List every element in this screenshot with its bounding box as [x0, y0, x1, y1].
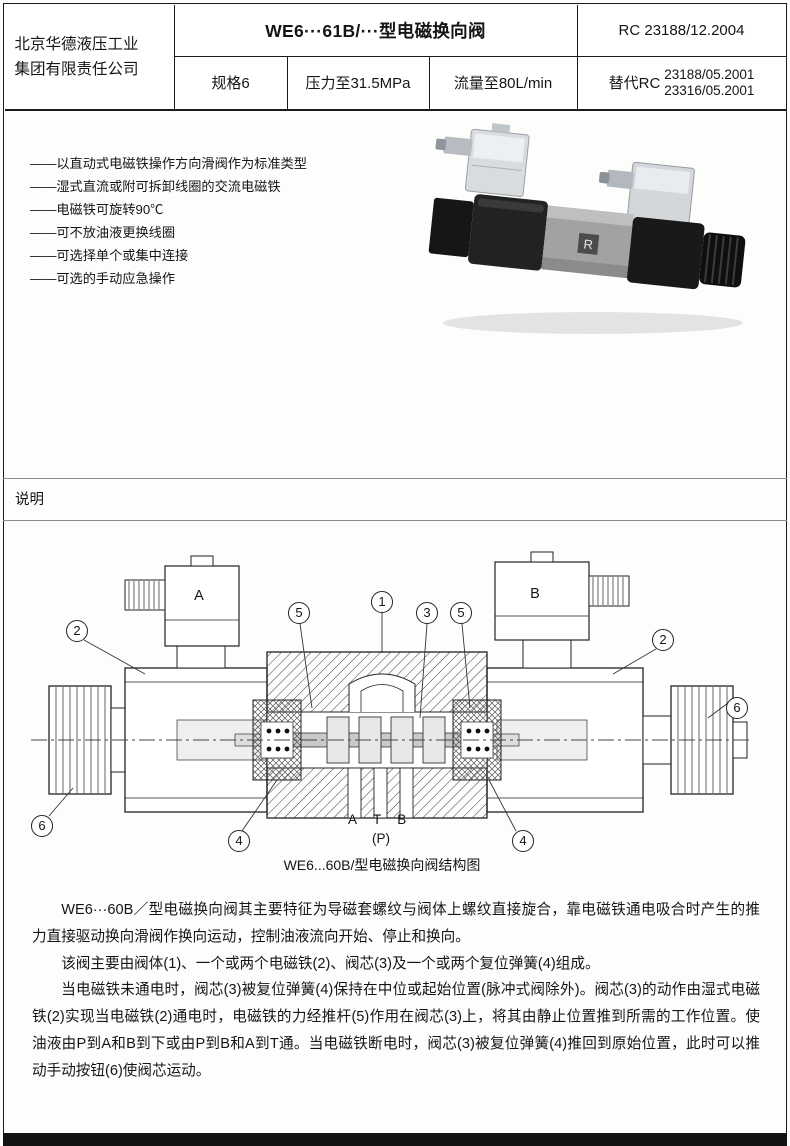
- feature-item-5: ——可选择单个或集中连接: [30, 248, 189, 263]
- solenoid-a-label: A: [194, 588, 204, 604]
- diagram-caption: WE6...60B/型电磁换向阀结构图: [283, 857, 481, 873]
- replaces-cell: 替代RC 23188/05.2001 23316/05.2001: [578, 57, 786, 109]
- product-photo: R: [425, 122, 755, 347]
- company-line1: 北京华德液压工业: [14, 35, 139, 53]
- callout-4-right: 4: [512, 830, 534, 852]
- pressure-cell: 压力至31.5MPa: [288, 56, 430, 109]
- port-t-label: T: [373, 812, 382, 827]
- replace-code-1: 23188/05.2001: [664, 66, 755, 82]
- replace-codes: 23188/05.2001 23316/05.2001: [664, 67, 754, 99]
- company-name: 北京华德液压工业 集团有限责任公司: [5, 4, 175, 109]
- brand-logo: R: [583, 236, 594, 252]
- callout-leader-lines: [48, 613, 729, 832]
- paragraph-1: WE6···60B／型电磁换向阀其主要特征为导磁套螺纹与阀体上螺纹直接旋合，靠电…: [32, 902, 760, 945]
- callout-5-left: 5: [288, 602, 310, 624]
- photo-coil-right: [626, 216, 705, 290]
- section-header: 说明: [3, 478, 787, 521]
- photo-connector-b: [598, 161, 695, 229]
- feature-item-1: ——以直动式电磁铁操作方向滑阀作为标准类型: [30, 156, 307, 171]
- valve-cross-section: [31, 551, 753, 832]
- port-a-label: A: [348, 812, 358, 827]
- doc-code: RC 23188/12.2004: [577, 5, 786, 57]
- connector-a-diagram: [124, 555, 240, 669]
- solenoid-b-label: B: [530, 586, 540, 602]
- photo-end-block: [428, 197, 474, 258]
- feature-list: ——以直动式电磁铁操作方向滑阀作为标准类型 ——湿式直流或附可拆卸线圈的交流电磁…: [30, 152, 307, 290]
- product-title: WE6···61B/···型电磁换向阀: [174, 4, 578, 57]
- callout-1: 1: [371, 591, 393, 613]
- feature-item-2: ——湿式直流或附可拆卸线圈的交流电磁铁: [30, 179, 281, 194]
- photo-connector-a: [435, 123, 530, 197]
- paragraph-3: 当电磁铁未通电时，阀芯(3)被复位弹簧(4)保持在中位或起始位置(脉冲式阀除外)…: [32, 982, 760, 1079]
- header-table: 北京华德液压工业 集团有限责任公司 WE6···61B/···型电磁换向阀 RC…: [4, 4, 786, 111]
- connector-b-diagram: [494, 551, 630, 669]
- port-labels: A T B: [348, 812, 406, 827]
- port-b-label: B: [397, 812, 407, 827]
- footer-bar: [3, 1133, 787, 1146]
- replace-label: 替代RC: [608, 75, 661, 92]
- port-p-label: (P): [372, 831, 390, 846]
- callout-2-left: 2: [66, 620, 88, 642]
- photo-manual-knob: [699, 232, 746, 288]
- paragraph-2: 该阀主要由阀体(1)、一个或两个电磁铁(2)、阀芯(3)及一个或两个复位弹簧(4…: [61, 955, 600, 972]
- callout-3: 3: [416, 602, 438, 624]
- structure-diagram: 2 5 1 3 5 2 6 6 4 4 A B A T B (P) WE6...…: [27, 550, 757, 888]
- replace-code-2: 23316/05.2001: [664, 82, 755, 98]
- photo-valve-body: R: [541, 205, 634, 279]
- callout-6-right: 6: [726, 697, 748, 719]
- flow-cell: 流量至80L/min: [430, 56, 578, 109]
- photo-coil-left: [468, 194, 548, 271]
- valve-photo-illustration: R: [428, 123, 746, 334]
- callout-2-right: 2: [652, 629, 674, 651]
- spec-cell: 规格6: [175, 56, 288, 109]
- feature-item-4: ——可不放油液更换线圈: [30, 225, 176, 240]
- description-text: WE6···60B／型电磁换向阀其主要特征为导磁套螺纹与阀体上螺纹直接旋合，靠电…: [32, 897, 760, 1085]
- callout-5-right: 5: [450, 602, 472, 624]
- section-label: 说明: [15, 492, 44, 508]
- feature-item-3: ——电磁铁可旋转90℃: [30, 202, 164, 217]
- feature-item-6: ——可选的手动应急操作: [30, 271, 176, 286]
- callout-6-left: 6: [31, 815, 53, 837]
- callout-4-left: 4: [228, 830, 250, 852]
- company-line2: 集团有限责任公司: [14, 60, 139, 78]
